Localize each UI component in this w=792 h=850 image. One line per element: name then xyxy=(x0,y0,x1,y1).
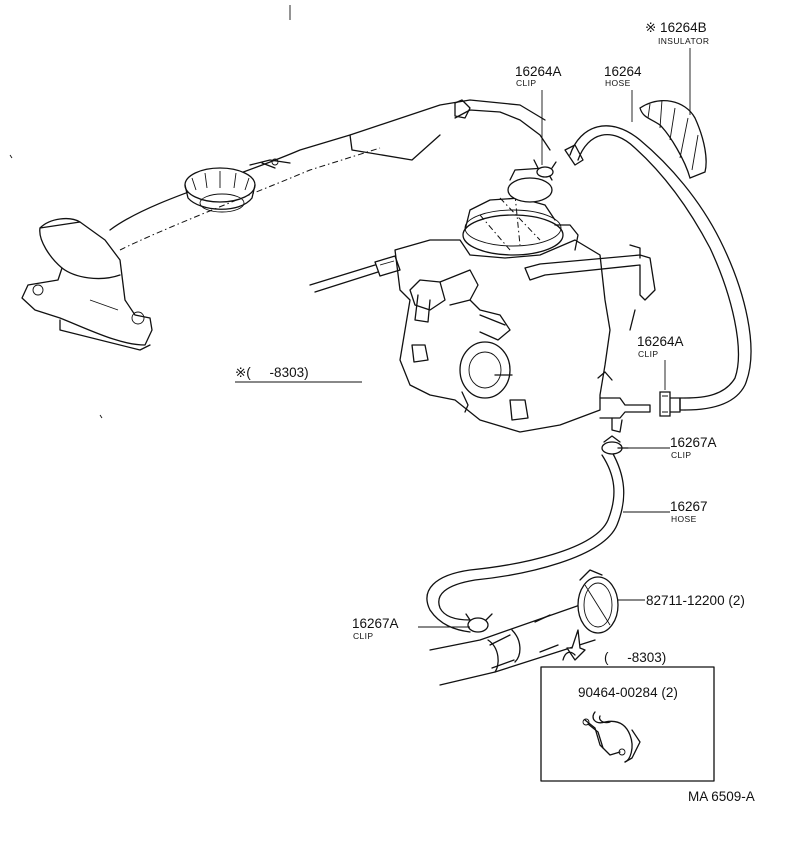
hose-band-part-number: 82711-12200 (2) xyxy=(646,593,745,608)
radiator-cap-drawing xyxy=(184,167,256,213)
hose-band-drawing xyxy=(577,569,619,634)
clip-16264A-top-drawing xyxy=(533,159,557,178)
callouts: ※ 16264B INSULATOR 16264A CLIP 16264 HOS… xyxy=(235,20,755,804)
insulator-part-number: ※ 16264B xyxy=(645,20,707,35)
clip-top-part-number: 16264A xyxy=(515,64,562,79)
wiring-drawing xyxy=(309,255,401,293)
clip-right-part-number: 16264A xyxy=(637,334,684,349)
insulator-part-name: INSULATOR xyxy=(658,36,709,46)
clip-low-part-name: CLIP xyxy=(353,631,374,641)
hose-mid-part-name: HOSE xyxy=(671,514,697,524)
clip-16267A-low-drawing xyxy=(465,613,493,633)
clip-low-part-number: 16267A xyxy=(352,616,399,631)
clip-top-part-name: CLIP xyxy=(516,78,537,88)
intake-pipe-drawing xyxy=(429,604,596,686)
carburetor-body-drawing xyxy=(394,167,656,433)
water-outlet-drawing xyxy=(21,217,153,351)
clip-mid-part-name: CLIP xyxy=(671,450,692,460)
clip-16264A-right-drawing xyxy=(659,391,671,417)
hose-16267-drawing xyxy=(426,435,629,633)
inset-box xyxy=(540,666,715,782)
pointer-arrow-drawing xyxy=(562,629,586,661)
figure-code: MA 6509-A xyxy=(688,789,755,804)
inset-range: ( -8303) xyxy=(604,650,666,665)
hose-mid-part-number: 16267 xyxy=(670,499,708,514)
stray-mark xyxy=(9,154,13,159)
hose-top-part-number: 16264 xyxy=(604,64,642,79)
clip-mid-part-number: 16267A xyxy=(670,435,717,450)
hose-16264-drawing xyxy=(564,125,752,413)
leader-lines xyxy=(418,48,691,628)
clip-right-part-name: CLIP xyxy=(638,349,659,359)
inset-part-number: 90464-00284 (2) xyxy=(578,685,678,700)
hose-top-part-name: HOSE xyxy=(605,78,631,88)
range-note: ※( -8303) xyxy=(235,365,309,380)
stray-mark xyxy=(99,414,103,419)
insulator-16264B-drawing xyxy=(639,99,707,179)
